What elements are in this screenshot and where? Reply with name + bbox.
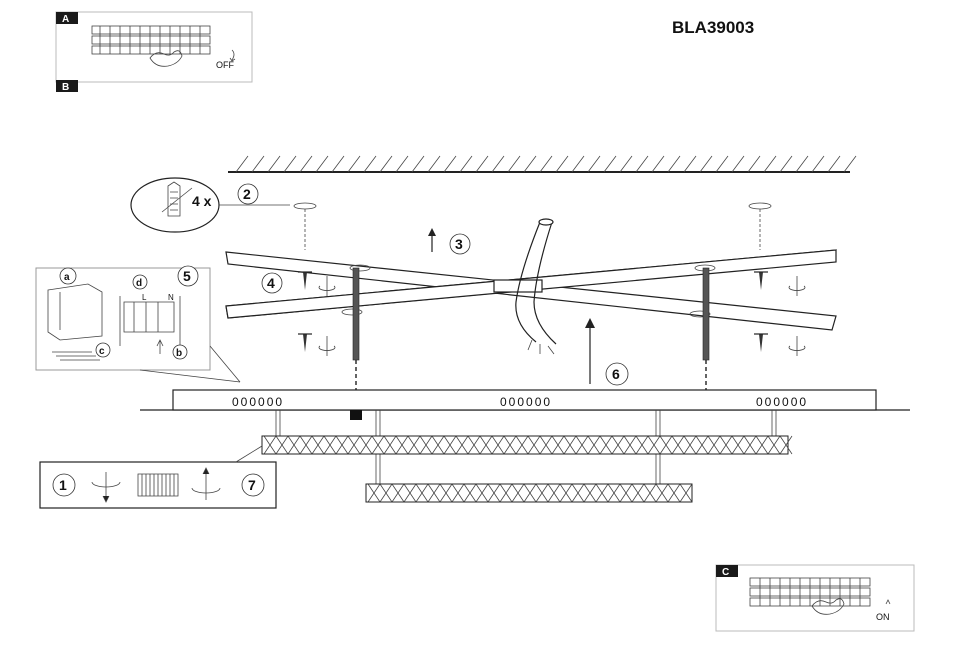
unscrew-down-icon [91, 472, 121, 503]
threaded-rods [352, 267, 710, 410]
crystal-ring-upper [261, 435, 793, 455]
anchor-count: 4 x [192, 193, 212, 209]
step-1-number: 1 [59, 477, 67, 493]
cross-mounting-bracket [225, 249, 837, 331]
step-3-number: 3 [455, 236, 463, 252]
breaker-row-icon [749, 577, 871, 607]
screw-up-icon [191, 467, 221, 500]
hand-icon [149, 50, 183, 67]
step-3-up-arrow [428, 228, 436, 252]
panel-c-tag: C [722, 567, 729, 578]
crystal-ring-lower [365, 483, 693, 503]
suspension-rods [275, 410, 777, 486]
switch-down-arrow-icon [229, 49, 236, 62]
screw-icon [754, 271, 768, 290]
step-6-number: 6 [612, 366, 620, 382]
panel-a-tag: A [62, 14, 69, 25]
step-5-number: 5 [183, 268, 191, 284]
hand-icon [811, 598, 845, 615]
step-6-up-arrow [585, 318, 595, 384]
rotate-clockwise-icon [318, 276, 806, 356]
wiring-detail: a d 5 L N c b [35, 265, 241, 383]
switch-off-label: OFF [216, 60, 234, 70]
canopy-mark-center: 000000 [500, 395, 552, 409]
switch-on-label: ON [876, 612, 890, 622]
switch-up-arrow-icon [885, 599, 891, 605]
junction-box-icon [47, 283, 103, 341]
panel-a-breaker-off: A B OFF [55, 11, 253, 93]
detail-d-label: d [136, 278, 142, 289]
bulb-cluster-icon [137, 473, 179, 497]
breaker-row-icon [91, 25, 211, 55]
screw-icon [754, 333, 768, 352]
step-2-number: 2 [243, 186, 251, 202]
step-4-number: 4 [267, 275, 275, 291]
anchor-callout: 4 x 2 [130, 177, 290, 233]
wire-l-label: L [142, 293, 147, 302]
detail-a-label: a [64, 272, 70, 283]
screw-icon [298, 333, 312, 352]
ceiling-surface [228, 155, 857, 173]
mains-cable [515, 218, 557, 355]
terminal-block-icon [119, 296, 181, 346]
bulb-install-panel: 1 7 [39, 445, 277, 509]
detail-b-label: b [176, 348, 182, 359]
canopy-mark-left: 000000 [232, 395, 284, 409]
step-7-number: 7 [248, 477, 256, 493]
model-code: BLA39003 [672, 18, 754, 37]
ceiling-drill-holes [293, 202, 772, 250]
canopy-plate: 000000 000000 000000 [140, 389, 910, 420]
detail-c-label: c [99, 346, 105, 357]
canopy-mark-right: 000000 [756, 395, 808, 409]
panel-b-tag: B [62, 82, 69, 93]
cap-nut-icon [350, 410, 362, 420]
wire-n-label: N [168, 293, 174, 302]
wall-plug-icon [161, 181, 193, 217]
panel-c-breaker-on: C ON [715, 564, 915, 632]
screw-icon [298, 271, 312, 290]
fixing-screws [298, 271, 806, 356]
